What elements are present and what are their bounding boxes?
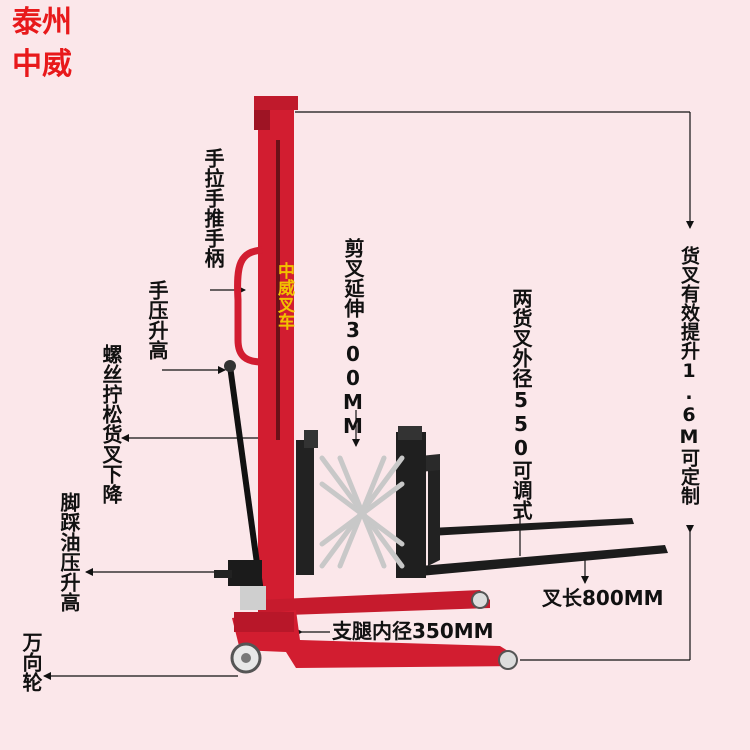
brand-line-1: 泰州 (12, 5, 72, 40)
pull-handle (234, 246, 263, 366)
mast-text: 中威叉车 (274, 261, 296, 331)
label-lift-height: 货叉有效提升1.6M可定制 (678, 246, 700, 505)
label-fork-width: 两货叉外径550可调式 (509, 288, 533, 520)
support-leg (232, 610, 516, 668)
label-caster: 万向轮 (19, 632, 43, 692)
label-hand-press: 手压升高 (145, 280, 169, 360)
fork-rear (430, 518, 634, 536)
wheels (230, 591, 518, 674)
label-screw-lower: 螺丝拧松货叉下降 (99, 344, 123, 504)
label-scissor-extension: 剪叉延伸300MM (341, 238, 365, 438)
pump-lever (214, 360, 266, 610)
stacker-frame (232, 96, 516, 668)
label-foot-pump: 脚踩油压升高 (57, 492, 81, 612)
fork-front (420, 545, 668, 576)
label-fork-length: 叉长800MM (542, 586, 664, 610)
brand-line-2: 中威 (12, 47, 72, 82)
label-leg-width: 支腿内径350MM (332, 619, 494, 643)
leader-lines (43, 111, 694, 680)
scissor-mechanism (319, 455, 405, 569)
label-hand-pull: 手拉手推手柄 (201, 148, 225, 268)
